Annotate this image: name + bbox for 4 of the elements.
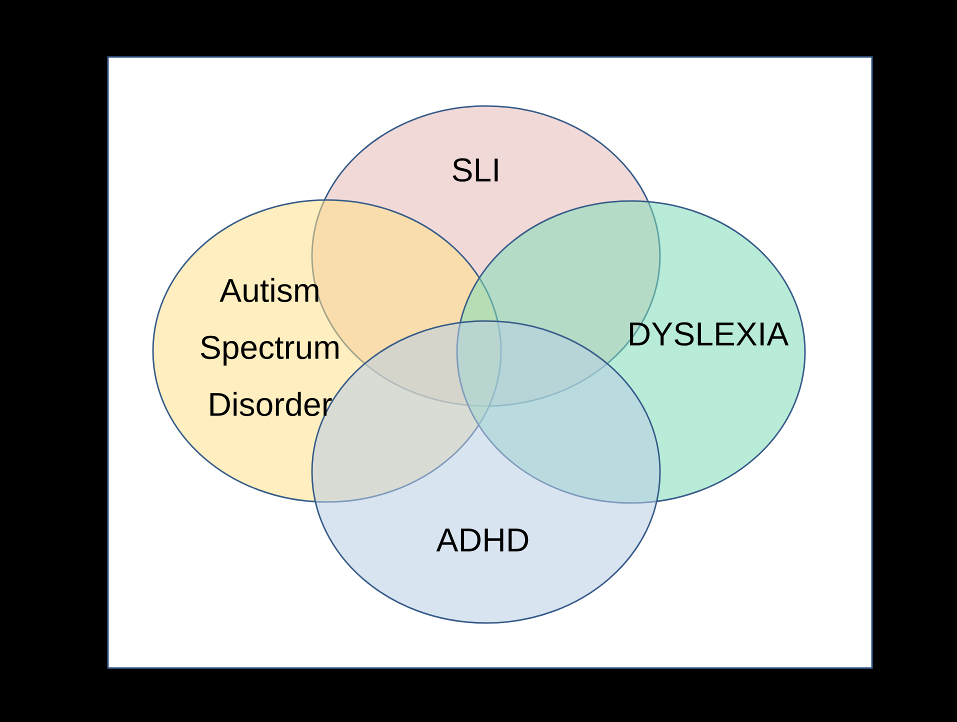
set-label: SLI (452, 158, 498, 182)
set-label: ADHD (436, 528, 528, 552)
set-label: DYSLEXIA (630, 322, 789, 346)
set-label: Autism Spectrum Disorder (200, 278, 338, 416)
